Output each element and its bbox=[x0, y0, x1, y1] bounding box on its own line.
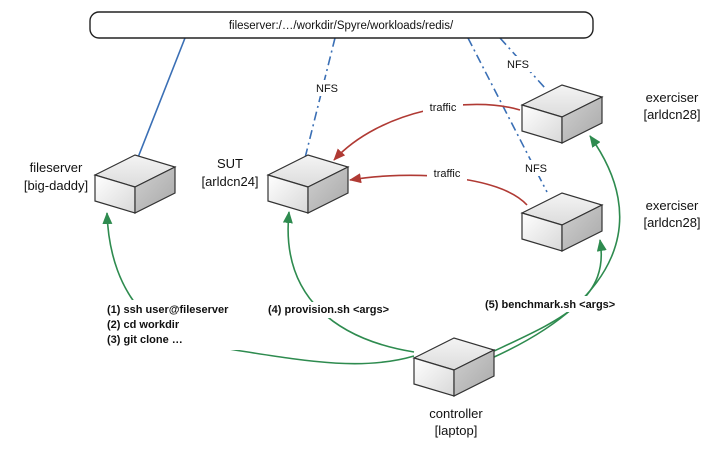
fileserver-path-box: fileserver:/…/workdir/Spyre/workloads/re… bbox=[89, 11, 594, 39]
nfs-label-sut: NFS bbox=[316, 83, 338, 95]
command-ssh: (1) ssh user@fileserver bbox=[107, 304, 229, 316]
nfs-link-sut bbox=[304, 37, 336, 159]
controller-node-icon bbox=[412, 337, 496, 397]
command-provision: (4) provision.sh <args> bbox=[268, 304, 389, 316]
exerciser-top-host-label: [arldcn28] bbox=[643, 107, 700, 122]
exerciser-top-node-icon bbox=[520, 84, 604, 144]
exerciser-bottom-node-icon bbox=[520, 192, 604, 252]
command-cd: (2) cd workdir bbox=[107, 319, 180, 331]
sut-label: SUT bbox=[217, 156, 243, 171]
traffic-label-top: traffic bbox=[430, 102, 457, 114]
command-git-clone: (3) git clone … bbox=[107, 334, 183, 346]
controller-host-label: [laptop] bbox=[435, 423, 478, 438]
fileserver-host-label: [big-daddy] bbox=[24, 178, 88, 193]
controller-label: controller bbox=[429, 406, 483, 421]
traffic-label-bottom: traffic bbox=[434, 168, 461, 180]
nfs-label-exerciser-bottom: NFS bbox=[525, 163, 547, 175]
exerciser-bottom-host-label: [arldcn28] bbox=[643, 215, 700, 230]
fileserver-commands: (1) ssh user@fileserver (2) cd workdir (… bbox=[100, 300, 240, 350]
path-text: fileserver:/…/workdir/Spyre/workloads/re… bbox=[229, 20, 454, 32]
sut-node-icon bbox=[266, 154, 350, 214]
nfs-label-exerciser-top: NFS bbox=[507, 59, 529, 71]
command-arrow-fileserver-tail bbox=[221, 347, 415, 365]
fileserver-label: fileserver bbox=[30, 160, 83, 175]
sut-host-label: [arldcn24] bbox=[201, 174, 258, 189]
command-benchmark: (5) benchmark.sh <args> bbox=[485, 299, 615, 311]
command-arrow-provision bbox=[282, 211, 415, 353]
exerciser-bottom-label: exerciser bbox=[646, 198, 699, 213]
exerciser-top-label: exerciser bbox=[646, 90, 699, 105]
fileserver-link bbox=[136, 37, 186, 161]
fileserver-node-icon bbox=[93, 154, 177, 214]
command-arrow-benchmark-top bbox=[491, 135, 621, 359]
